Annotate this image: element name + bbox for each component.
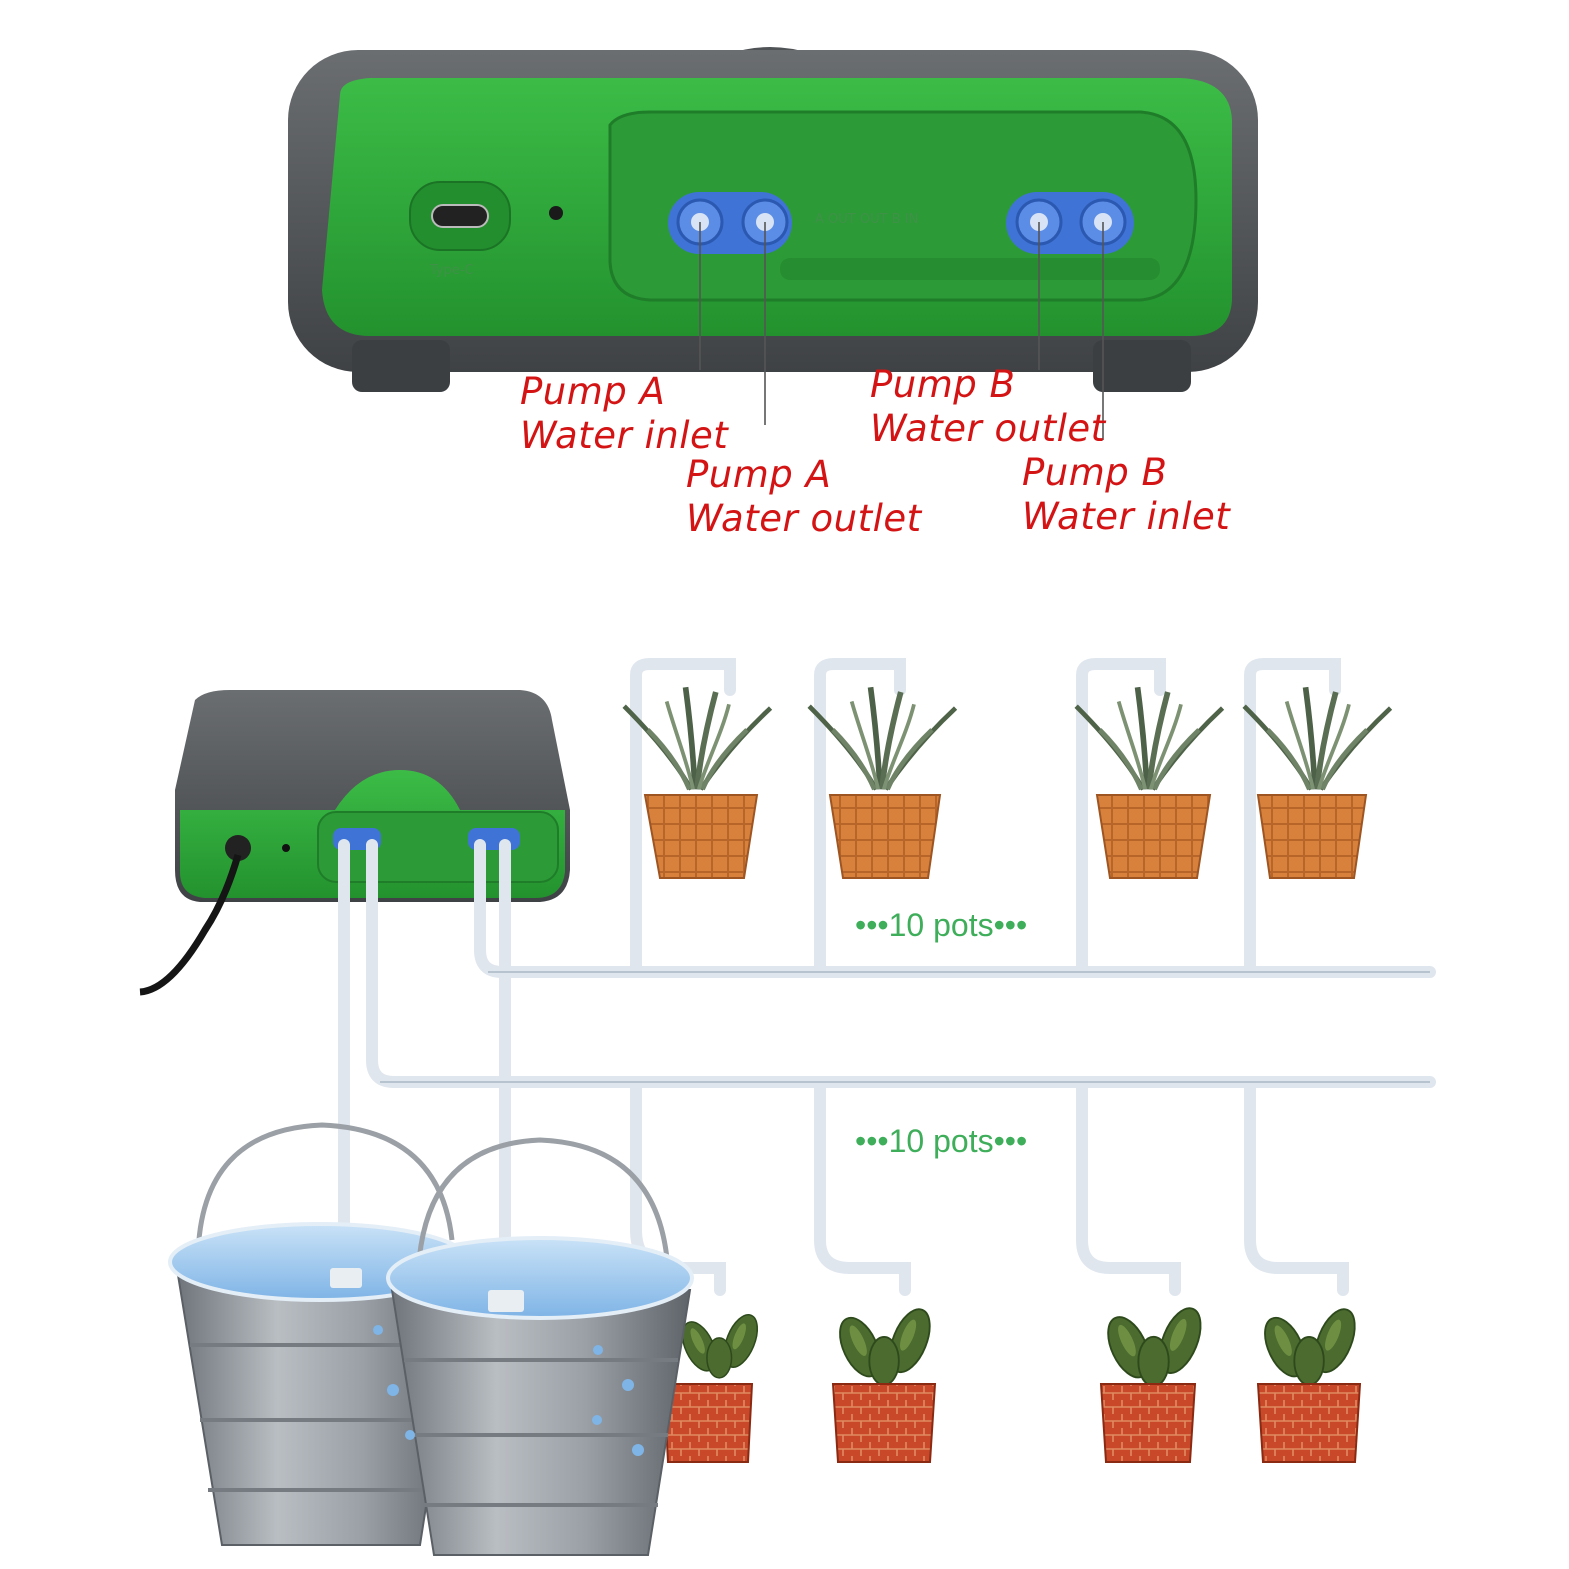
callout-subtitle: Water inlet xyxy=(1022,495,1231,538)
device-closeup xyxy=(288,47,1258,440)
port-marking-text: A OUT OUT B IN xyxy=(815,212,919,227)
device-foot-right xyxy=(1093,340,1191,392)
pump-b-port-pair xyxy=(1006,192,1134,254)
pump-a-port-pair xyxy=(668,192,792,254)
callout-title: Pump A xyxy=(520,370,666,413)
usb-c-port-icon xyxy=(431,204,489,228)
upper-pots xyxy=(624,687,1390,879)
callout-subtitle: Water outlet xyxy=(686,497,922,540)
pump-unit-small xyxy=(139,690,570,996)
callout-pump-a-inlet: Pump A Water inlet xyxy=(520,370,728,458)
callout-pump-a-outlet: Pump A Water outlet xyxy=(686,453,922,541)
lower-pots xyxy=(662,1301,1364,1463)
callout-title: Pump B xyxy=(870,363,1016,406)
callout-pump-b-outlet: Pump B Water outlet xyxy=(870,363,1106,451)
pots-count-label-lower: •••10 pots••• xyxy=(855,1123,1028,1159)
pots-count-label-upper: •••10 pots••• xyxy=(855,907,1028,943)
callout-title: Pump B xyxy=(1022,451,1168,494)
usb-type-label: Type-C xyxy=(430,263,474,278)
callout-leader-lines xyxy=(699,222,1104,440)
bucket-right xyxy=(386,1137,694,1556)
water-droplets xyxy=(373,1325,644,1456)
device-foot-left xyxy=(352,340,450,392)
indicator-hole xyxy=(549,206,563,220)
callout-title: Pump A xyxy=(686,453,832,496)
callout-pump-b-inlet: Pump B Water inlet xyxy=(1022,451,1230,539)
tubing-outline xyxy=(380,971,1430,1083)
callout-subtitle: Water outlet xyxy=(870,407,1106,450)
callout-subtitle: Water inlet xyxy=(520,414,729,457)
